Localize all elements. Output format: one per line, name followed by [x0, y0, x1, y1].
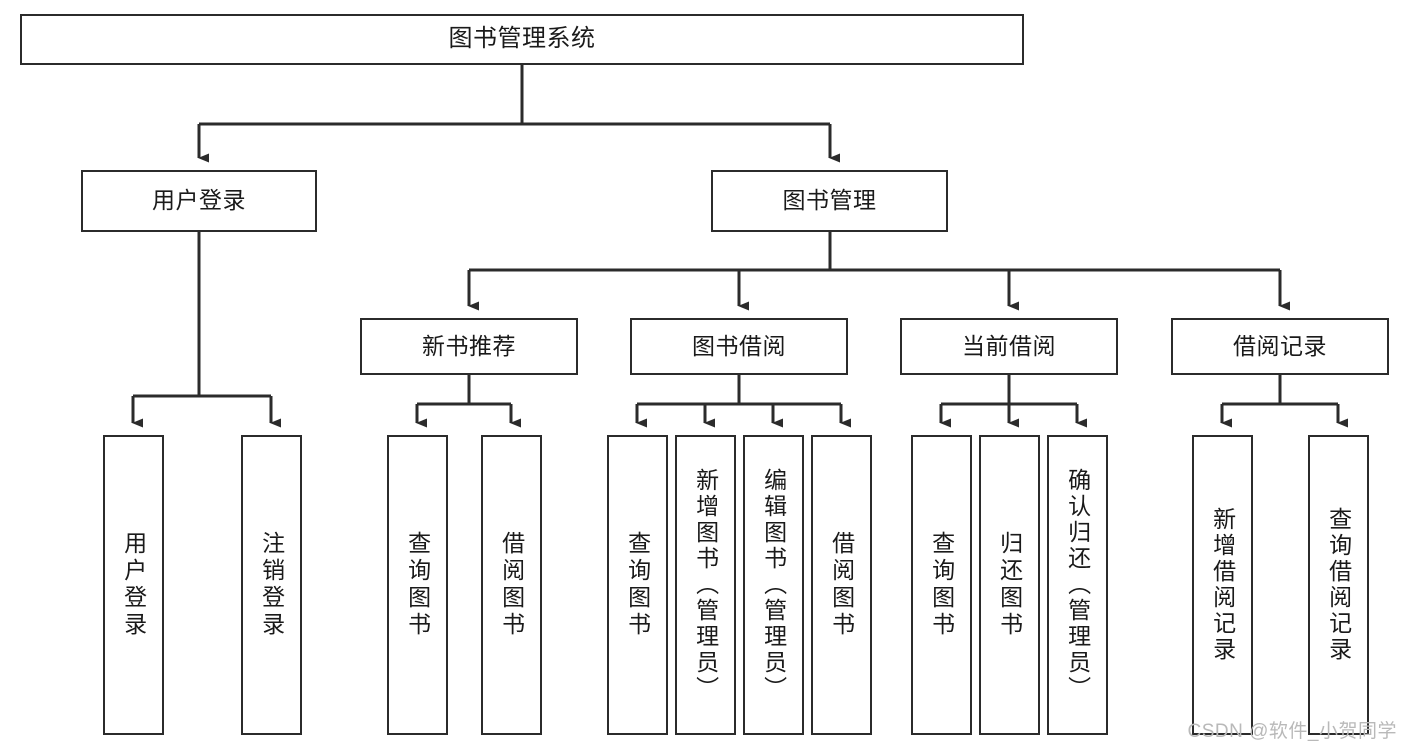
- node-leaf-confirm-return-label: 确认归还（管理员）: [1064, 468, 1091, 702]
- node-leaf-borrow-book-1[interactable]: 借阅图书: [481, 435, 542, 735]
- node-leaf-query-book-3-label: 查询图书: [928, 531, 955, 639]
- node-leaf-query-book-2[interactable]: 查询图书: [607, 435, 668, 735]
- node-leaf-return-book[interactable]: 归还图书: [979, 435, 1040, 735]
- node-book-borrow-label: 图书借阅: [692, 332, 786, 359]
- node-leaf-add-book-label: 新增图书（管理员）: [692, 468, 719, 702]
- node-leaf-confirm-return[interactable]: 确认归还（管理员）: [1047, 435, 1108, 735]
- node-leaf-query-record[interactable]: 查询借阅记录: [1308, 435, 1369, 735]
- node-leaf-edit-book-label: 编辑图书（管理员）: [760, 468, 787, 702]
- node-leaf-query-book-2-label: 查询图书: [624, 531, 651, 639]
- node-leaf-borrow-book-2-label: 借阅图书: [828, 531, 855, 639]
- node-leaf-return-book-label: 归还图书: [996, 531, 1023, 639]
- node-leaf-borrow-book-2[interactable]: 借阅图书: [811, 435, 872, 735]
- node-book-borrow[interactable]: 图书借阅: [630, 318, 848, 375]
- node-leaf-user-login-label: 用户登录: [120, 531, 147, 639]
- node-leaf-user-login[interactable]: 用户登录: [103, 435, 164, 735]
- node-user-login-label: 用户登录: [152, 187, 246, 214]
- node-book-management-label: 图书管理: [782, 187, 877, 214]
- node-leaf-borrow-book-1-label: 借阅图书: [498, 531, 525, 639]
- node-leaf-edit-book[interactable]: 编辑图书（管理员）: [743, 435, 804, 735]
- node-leaf-query-book-1-label: 查询图书: [404, 531, 431, 639]
- node-leaf-query-book-1[interactable]: 查询图书: [387, 435, 448, 735]
- node-borrow-record[interactable]: 借阅记录: [1171, 318, 1389, 375]
- node-new-book-recommend-label: 新书推荐: [422, 332, 516, 359]
- node-leaf-add-record-label: 新增借阅记录: [1209, 507, 1236, 663]
- node-root-system-label: 图书管理系统: [448, 25, 596, 53]
- node-current-borrow-label: 当前借阅: [962, 332, 1056, 359]
- node-new-book-recommend[interactable]: 新书推荐: [360, 318, 578, 375]
- node-leaf-logout[interactable]: 注销登录: [241, 435, 302, 735]
- node-leaf-add-book[interactable]: 新增图书（管理员）: [675, 435, 736, 735]
- node-leaf-query-book-3[interactable]: 查询图书: [911, 435, 972, 735]
- node-leaf-add-record[interactable]: 新增借阅记录: [1192, 435, 1253, 735]
- node-borrow-record-label: 借阅记录: [1233, 332, 1327, 359]
- node-book-management[interactable]: 图书管理: [711, 170, 948, 232]
- watermark-text: CSDN @软件_小贺同学: [1187, 721, 1397, 742]
- node-root-system[interactable]: 图书管理系统: [20, 14, 1024, 65]
- node-leaf-query-record-label: 查询借阅记录: [1325, 507, 1352, 663]
- node-leaf-logout-label: 注销登录: [258, 531, 285, 639]
- node-current-borrow[interactable]: 当前借阅: [900, 318, 1118, 375]
- node-user-login[interactable]: 用户登录: [81, 170, 317, 232]
